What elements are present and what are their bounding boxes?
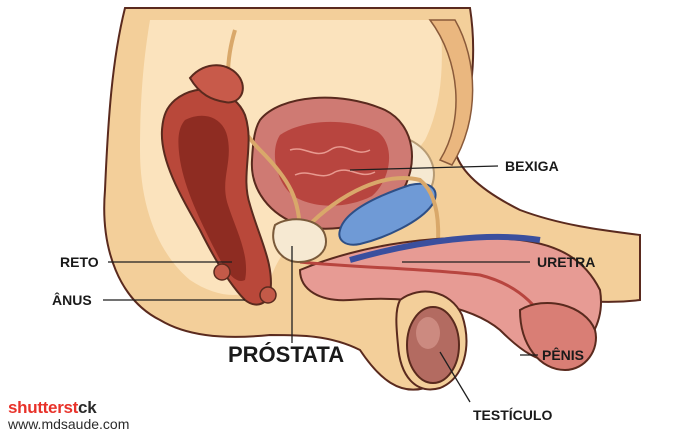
label-bexiga: BEXIGA: [505, 158, 559, 174]
seminal-vesicle: [338, 182, 437, 246]
rectum-folds: [178, 115, 247, 281]
brand-part2: ck: [78, 398, 97, 417]
anal-sphincter-right: [259, 286, 277, 304]
label-prostata: PRÓSTATA: [228, 342, 344, 367]
label-anus: ÂNUS: [52, 291, 92, 308]
bladder-lining: [274, 121, 390, 206]
prostate: [272, 218, 327, 264]
shutterstock-logo: shutterstck: [8, 399, 129, 416]
label-reto: RETO: [60, 254, 99, 270]
anal-sphincter-left: [213, 263, 231, 281]
abdominal-wall: [428, 19, 474, 166]
label-testiculo: TESTÍCULO: [473, 407, 552, 423]
label-penis: PÊNIS: [542, 346, 584, 363]
leader-bexiga: [349, 165, 499, 171]
brand-part1: shutterst: [8, 398, 79, 417]
leader-testiculo: [439, 351, 471, 403]
label-uretra: URETRA: [537, 254, 595, 270]
glans: [518, 301, 597, 372]
watermark: shutterstck www.mdsaude.com: [8, 399, 129, 431]
corpus-spongiosum: [349, 233, 541, 263]
site-url: www.mdsaude.com: [8, 416, 130, 432]
sigmoid-colon: [188, 64, 244, 104]
bladder-folds: [289, 146, 376, 177]
testis-highlight: [416, 317, 440, 349]
